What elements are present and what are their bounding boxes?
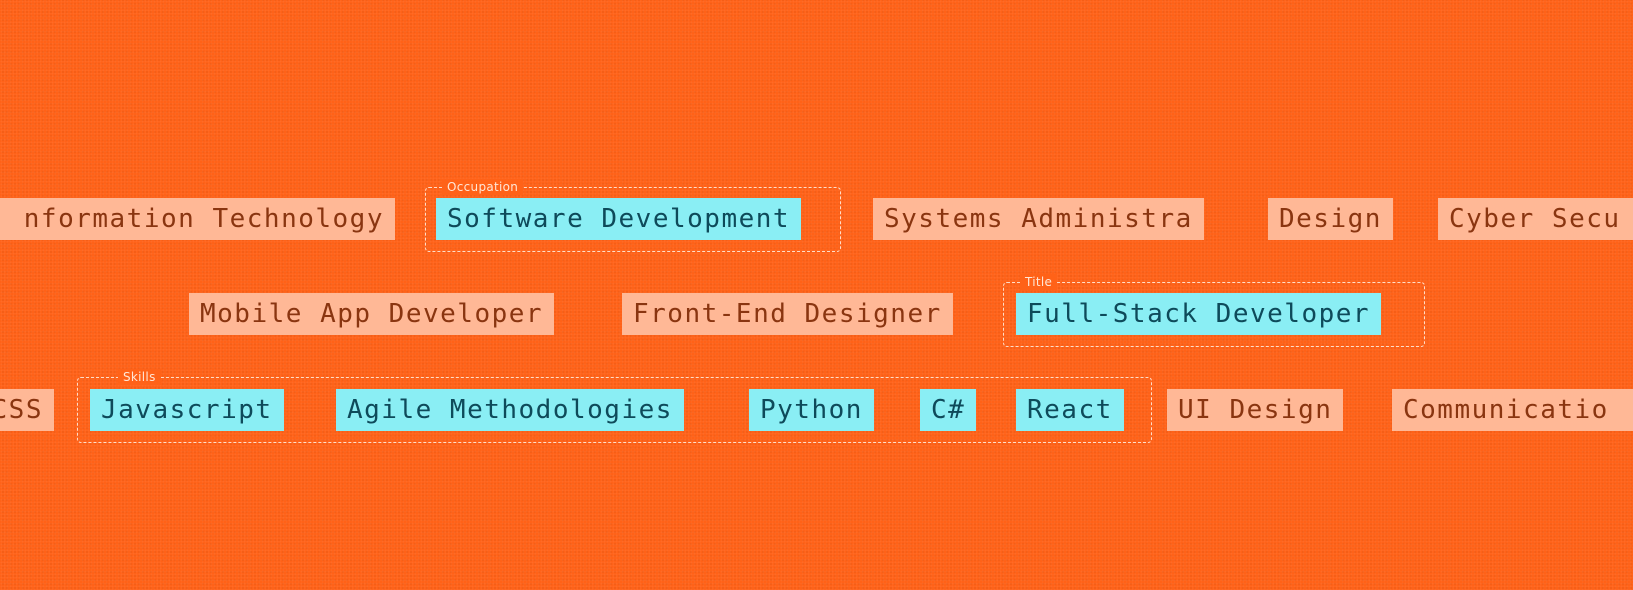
group-title: Title [1003,274,1425,347]
tag-csharp[interactable]: C# [920,389,977,431]
tag-full-stack-developer[interactable]: Full-Stack Developer [1016,293,1382,335]
group-label-occupation: Occupation [442,179,524,195]
tag-systems-administration[interactable]: Systems Administra [873,198,1204,240]
group-label-skills: Skills [118,369,161,385]
tag-python[interactable]: Python [749,389,874,431]
tag-design[interactable]: Design [1268,198,1393,240]
tag-information-technology[interactable]: nformation Technology [0,198,395,240]
tag-front-end-designer[interactable]: Front-End Designer [622,293,953,335]
tag-communication[interactable]: Communicatio [1392,389,1633,431]
tag-javascript[interactable]: Javascript [90,389,284,431]
tag-ui-design[interactable]: UI Design [1167,389,1344,431]
tag-software-development[interactable]: Software Development [436,198,802,240]
group-label-title: Title [1020,274,1058,290]
tag-react[interactable]: React [1016,389,1124,431]
group-skills: Skills [77,369,1152,443]
tag-agile-methodologies[interactable]: Agile Methodologies [336,389,684,431]
tag-cyber-security[interactable]: Cyber Secu [1438,198,1633,240]
tag-mobile-app-developer[interactable]: Mobile App Developer [189,293,555,335]
group-occupation: Occupation [425,179,841,252]
tag-css[interactable]: CSS [0,389,54,431]
